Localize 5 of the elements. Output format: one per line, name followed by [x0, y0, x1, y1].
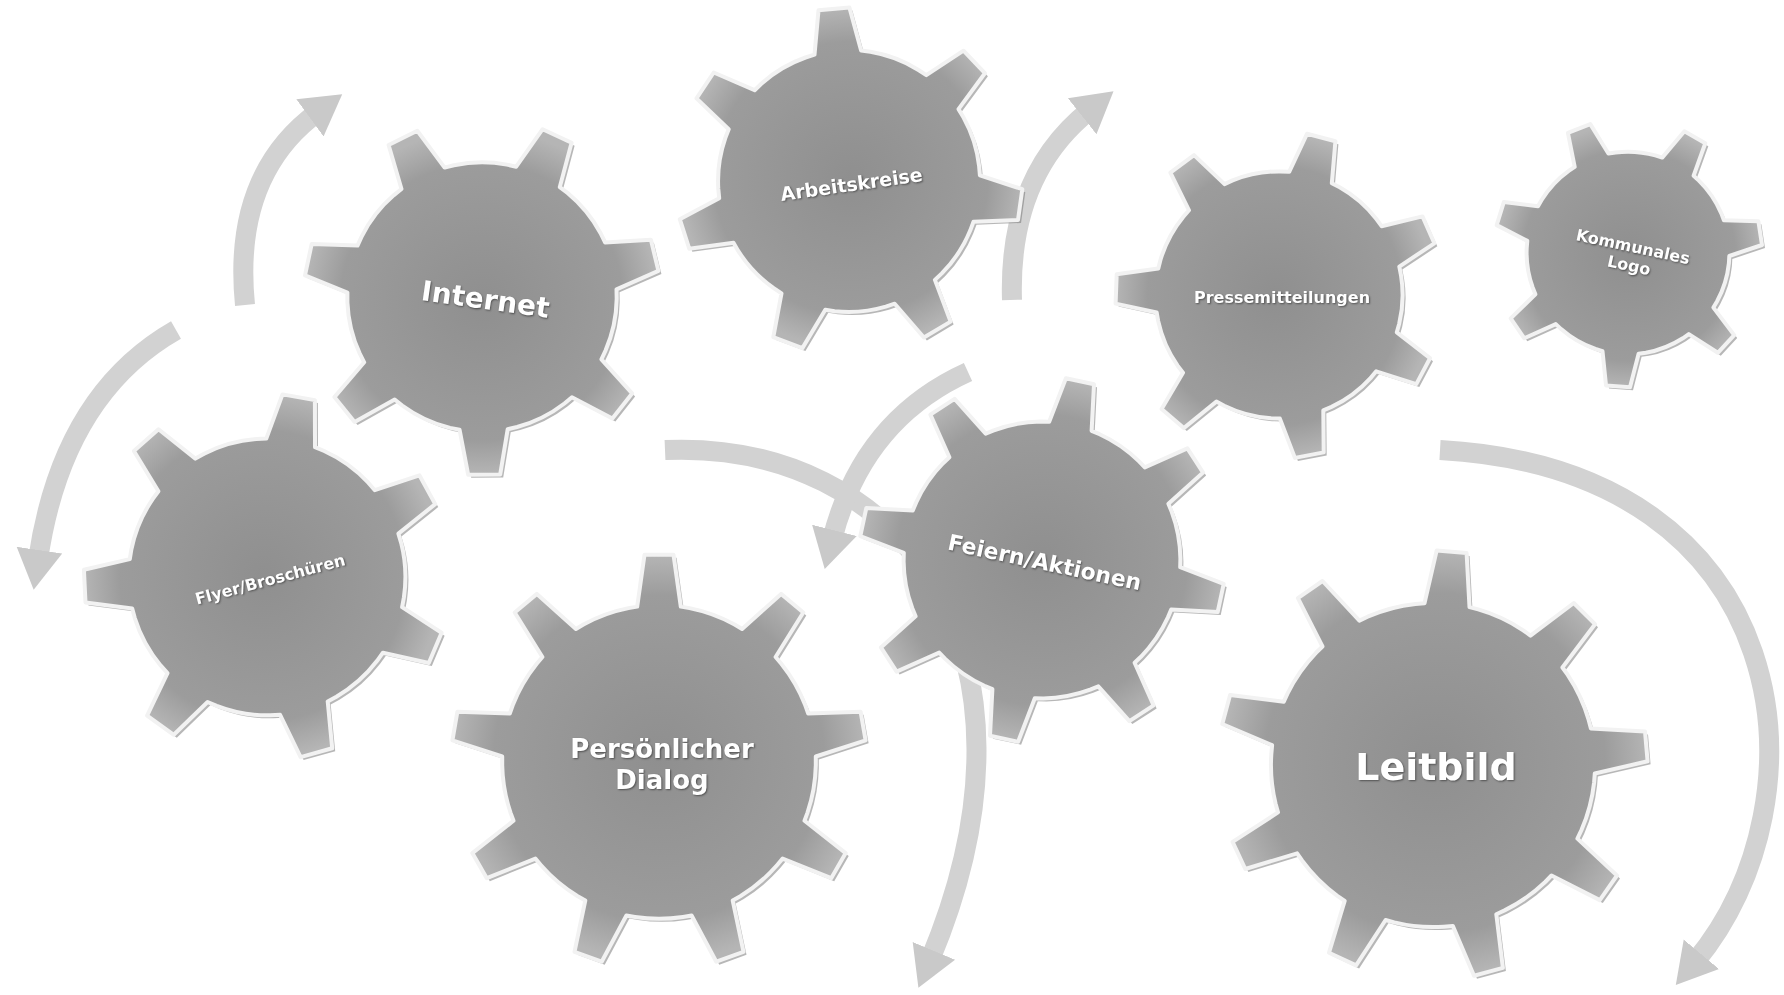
gear-label: Arbeitskreise — [779, 162, 925, 206]
gear-label: Pressemitteilungen — [1193, 288, 1371, 308]
gear-label: Internet — [418, 274, 552, 326]
gear-label: Persönlicher Dialog — [569, 733, 755, 797]
gear-label: Leitbild — [1355, 745, 1517, 791]
